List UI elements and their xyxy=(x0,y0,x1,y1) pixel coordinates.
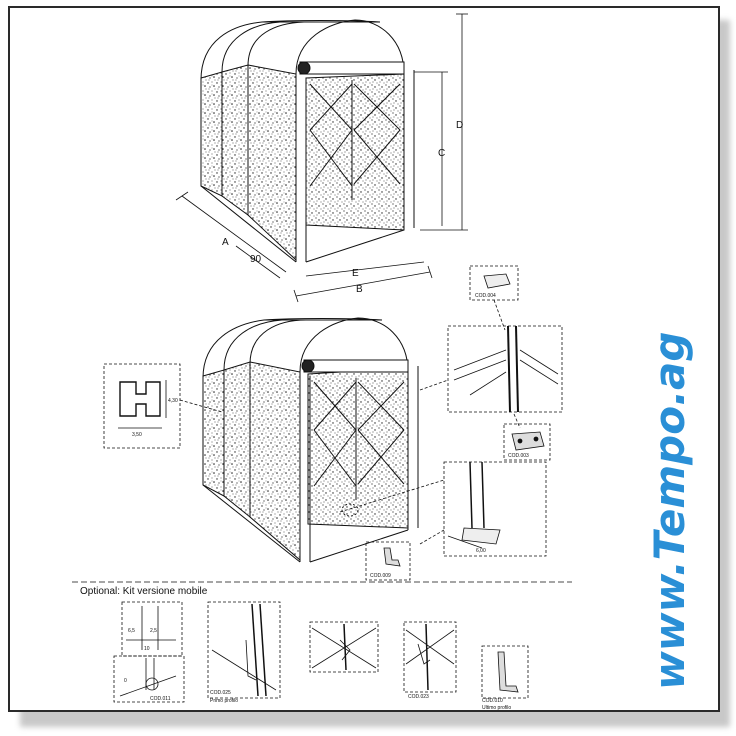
code-010: COD.010 xyxy=(482,698,503,704)
detail-cod003 xyxy=(503,423,551,461)
detail-bracing xyxy=(309,621,379,673)
code-011: COD.011 xyxy=(150,696,171,702)
dim-2-5: 2,5 xyxy=(150,628,157,634)
dim-a-label: A xyxy=(222,237,229,248)
watermark-text: www.Tempo.ag xyxy=(645,332,694,690)
code-004: COD.004 xyxy=(475,293,496,299)
detail-cod011 xyxy=(113,601,185,703)
profile-height-label: 4,30 xyxy=(168,398,178,404)
profile-width-label: 3,50 xyxy=(132,432,142,438)
tunnel-top-view xyxy=(200,19,415,263)
code-003: COD.003 xyxy=(508,453,529,459)
dim-e-label: E xyxy=(352,268,359,279)
detail-foot xyxy=(339,461,547,557)
primo-profilo-label: Primo profilo xyxy=(210,698,238,704)
detail-cod009 xyxy=(365,541,411,581)
foot-base-label: 6,00 xyxy=(476,548,486,554)
dim-d-label: D xyxy=(456,120,463,131)
dimension-lines-top xyxy=(175,13,468,303)
code-023: COD.023 xyxy=(408,694,429,700)
dim-10: 10 xyxy=(144,646,150,652)
dim-90-label: 90 xyxy=(250,254,262,265)
optional-title: Optional: Kit versione mobile xyxy=(80,586,208,597)
dim-c-label: C xyxy=(438,148,445,159)
dim-0: 0 xyxy=(124,678,127,684)
tunnel-bottom-view xyxy=(202,317,419,563)
dimension-labels-top: D C A 90 E B xyxy=(222,120,463,295)
ultimo-profilo-label: Ultimo profilo xyxy=(482,705,511,711)
dim-6-5: 6,5 xyxy=(128,628,135,634)
dim-b-label: B xyxy=(356,284,363,295)
detail-cod004 xyxy=(469,265,519,331)
detail-profile-section xyxy=(103,363,223,449)
detail-cod010 xyxy=(481,645,529,699)
detail-cod025 xyxy=(207,601,281,699)
tempo-watermark-logo: www.Tempo.ag xyxy=(645,332,694,690)
code-025: COD.025 xyxy=(210,690,231,696)
code-009: COD.009 xyxy=(370,573,391,579)
detail-cod023 xyxy=(403,621,457,693)
detail-joint-upper xyxy=(419,325,563,429)
